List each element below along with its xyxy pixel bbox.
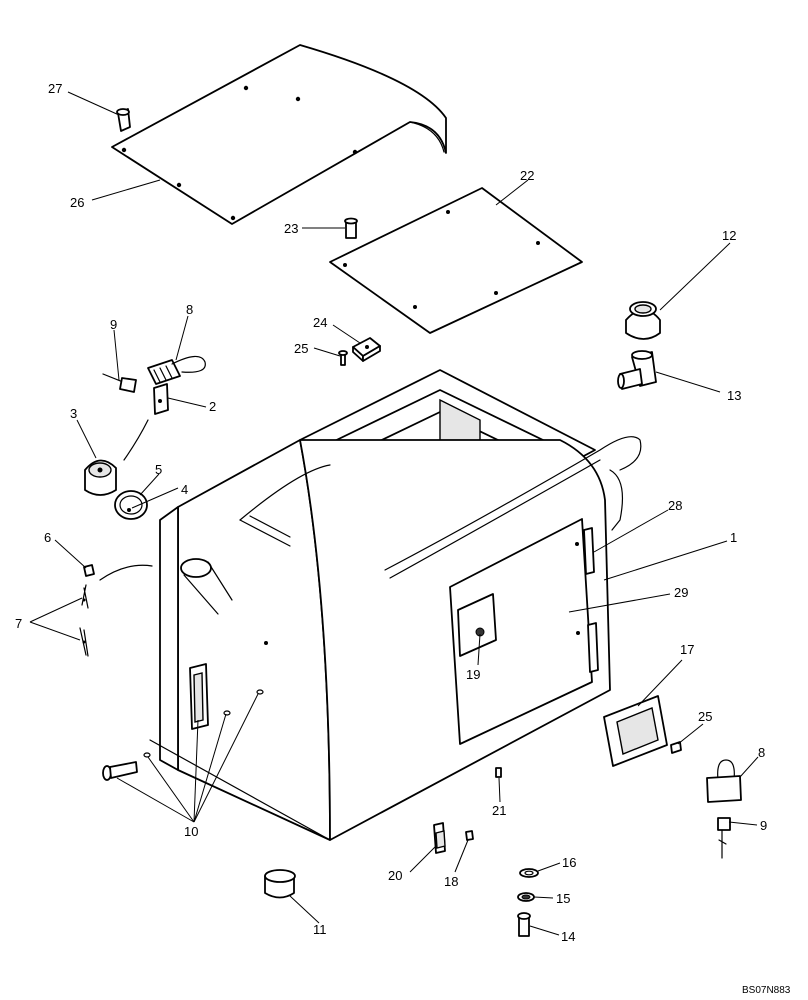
- pin-part-18: [465, 830, 474, 841]
- callout-11: 11: [313, 922, 327, 937]
- cap-part-11: [264, 869, 296, 899]
- cap-part-12: [625, 301, 661, 340]
- access-plate-part-22: [329, 187, 583, 334]
- callout-20: 20: [388, 868, 402, 883]
- reference-code: BS07N883: [742, 985, 791, 996]
- bolt-part-14: [517, 912, 531, 937]
- callout-9: 9: [110, 317, 117, 332]
- callout-5: 5: [155, 462, 162, 477]
- nut-part-6: [83, 564, 95, 577]
- callout-28: 28: [668, 498, 682, 513]
- screw-part-25b: [670, 741, 682, 754]
- callout-7: 7: [15, 616, 22, 631]
- arrow-curve: [123, 419, 149, 461]
- washer-part-16: [519, 868, 539, 878]
- lock-part-3: [84, 459, 117, 496]
- callout-12: 12: [722, 228, 736, 243]
- latch-part-17: [603, 695, 668, 767]
- callout-labels: 27 26 22 23 12 24 25 13 8 9 2 3 5 4 28 1…: [15, 81, 767, 944]
- callout-25b: 25: [698, 709, 712, 724]
- callout-16: 16: [562, 855, 576, 870]
- bolt-part-27: [116, 108, 131, 132]
- arrow-curve-2: [99, 564, 153, 581]
- top-cover-part-26: [111, 44, 447, 225]
- key-part-9b: [717, 817, 731, 859]
- leader-lines: [29, 91, 759, 936]
- screw-part-25: [338, 350, 348, 366]
- clip-part-20: [433, 822, 446, 854]
- callout-14: 14: [561, 929, 575, 944]
- bolt-part-23: [344, 217, 358, 239]
- callout-17: 17: [680, 642, 694, 657]
- callout-25: 25: [294, 341, 308, 356]
- callout-24: 24: [313, 315, 327, 330]
- callout-10: 10: [184, 824, 198, 839]
- callout-18: 18: [444, 874, 458, 889]
- callout-9b: 9: [760, 818, 767, 833]
- callout-23: 23: [284, 221, 298, 236]
- padlock-part-8: [147, 355, 206, 385]
- callout-1: 1: [730, 530, 737, 545]
- callout-19: 19: [466, 667, 480, 682]
- callout-2: 2: [209, 399, 216, 414]
- callout-8: 8: [186, 302, 193, 317]
- padlock-part-8b: [706, 759, 742, 803]
- callout-6: 6: [44, 530, 51, 545]
- cover-part-5: [114, 490, 148, 520]
- callout-8b: 8: [758, 745, 765, 760]
- callout-22: 22: [520, 168, 534, 183]
- callout-27: 27: [48, 81, 62, 96]
- callout-21: 21: [492, 803, 506, 818]
- callout-3: 3: [70, 406, 77, 421]
- chain-part-7: [79, 584, 89, 657]
- hasp-part-2: [153, 383, 169, 415]
- callout-29: 29: [674, 585, 688, 600]
- hinge-part-28: [583, 527, 599, 673]
- key-part-9: [102, 373, 137, 393]
- elbow-fitting-part-13: [617, 350, 657, 390]
- nut-part-24: [352, 337, 381, 362]
- door-part-29: [449, 518, 593, 745]
- callout-15: 15: [556, 891, 570, 906]
- washer-part-15: [517, 892, 535, 902]
- screw-part-21: [495, 767, 502, 778]
- callout-26: 26: [70, 195, 84, 210]
- callout-13: 13: [727, 388, 741, 403]
- callout-4: 4: [181, 482, 188, 497]
- bolt-part-10: [102, 752, 151, 781]
